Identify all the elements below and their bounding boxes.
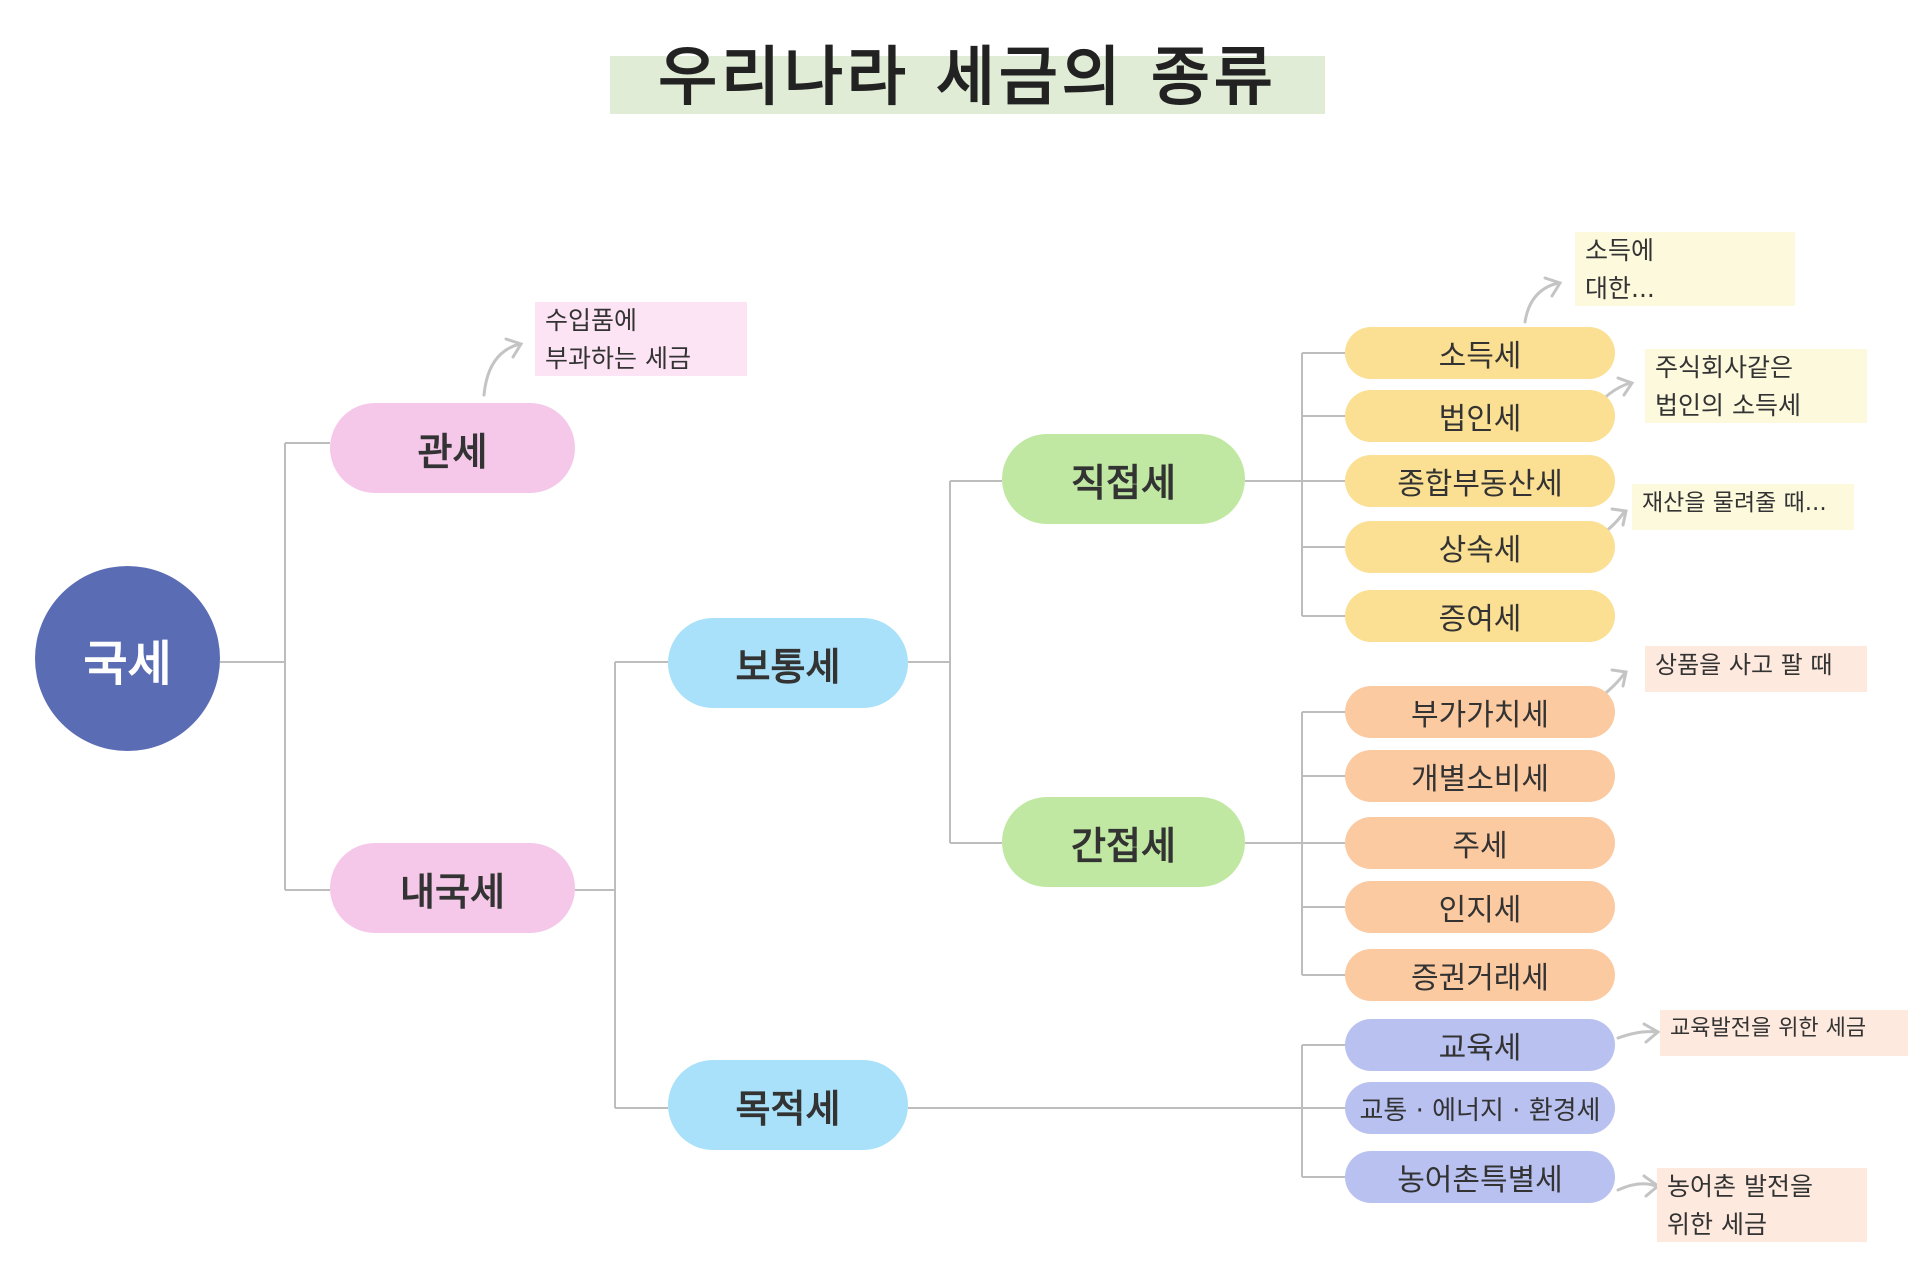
arrow-income	[1523, 276, 1563, 324]
connector-root	[220, 442, 330, 891]
node-purpose: 목적세	[668, 1060, 908, 1150]
leaf-indirect-tax: 인지세	[1345, 881, 1615, 933]
node-customs: 관세	[330, 403, 575, 493]
leaf-indirect-tax: 주세	[1345, 817, 1615, 869]
connector-indirect	[1245, 711, 1345, 976]
arrow-rural	[1616, 1174, 1661, 1198]
root-node: 국세	[35, 566, 220, 751]
leaf-direct-tax: 법인세	[1345, 390, 1615, 442]
leaf-purpose-tax: 교육세	[1345, 1019, 1615, 1071]
title-highlight	[610, 56, 1325, 114]
leaf-direct-tax: 종합부동산세	[1345, 455, 1615, 507]
node-ordinary: 보통세	[668, 618, 908, 708]
leaf-purpose-tax: 농어촌특별세	[1345, 1151, 1615, 1203]
connector-ordinary	[908, 480, 1002, 844]
note-corporate: 주식회사같은 법인의 소득세	[1645, 349, 1867, 423]
leaf-direct-tax: 증여세	[1345, 590, 1615, 642]
arrow-customs	[482, 337, 524, 397]
note-income: 소득에 대한...	[1575, 232, 1795, 306]
note-education: 교육발전을 위한 세금	[1660, 1010, 1908, 1056]
leaf-indirect-tax: 부가가치세	[1345, 686, 1615, 738]
leaf-indirect-tax: 개별소비세	[1345, 750, 1615, 802]
leaf-purpose-tax: 교통 · 에너지 · 환경세	[1345, 1082, 1615, 1134]
note-rural: 농어촌 발전을 위한 세금	[1657, 1168, 1867, 1242]
arrow-education	[1616, 1022, 1661, 1044]
node-internal: 내국세	[330, 843, 575, 933]
connector-internal	[575, 661, 668, 1109]
connector-purpose	[908, 1044, 1345, 1178]
note-inheritance: 재산을 물려줄 때...	[1632, 484, 1854, 530]
node-indirect: 간접세	[1002, 797, 1245, 887]
page-title: 우리나라 세금의 종류	[658, 41, 1277, 115]
node-direct: 직접세	[1002, 434, 1245, 524]
connector-direct	[1245, 352, 1345, 617]
note-vat: 상품을 사고 팔 때	[1645, 646, 1867, 692]
leaf-indirect-tax: 증권거래세	[1345, 949, 1615, 1001]
note-customs: 수입품에 부과하는 세금	[535, 302, 747, 376]
leaf-direct-tax: 소득세	[1345, 327, 1615, 379]
leaf-direct-tax: 상속세	[1345, 521, 1615, 573]
